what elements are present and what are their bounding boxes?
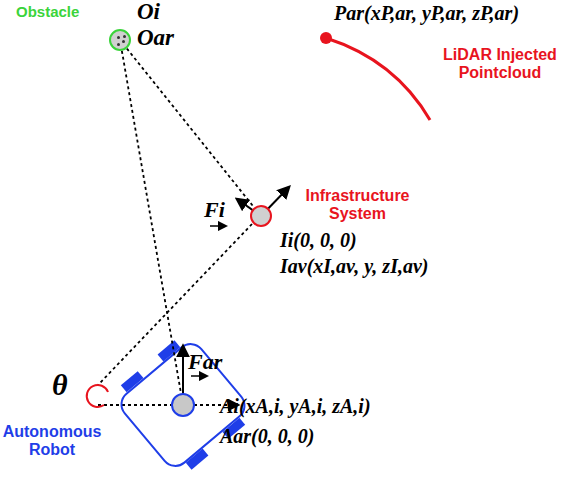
dotted-connector [122, 51, 181, 393]
coordinate-label: Ii(0, 0, 0) [280, 229, 357, 251]
obstacle-dot [117, 43, 120, 46]
frame-label: Fi [204, 198, 225, 222]
obstacle-dot [117, 36, 120, 39]
vector-arrow [210, 225, 226, 227]
robot-title: Autonomous Robot [2, 423, 102, 458]
coordinate-label: Ai(xA,i, yA,i, zA,i) [220, 395, 371, 417]
coordinate-label: Iav(xI,av, y, zI,av) [280, 255, 428, 277]
obstacle-title: Obstacle [16, 4, 79, 21]
coordinate-label: Aar(0, 0, 0) [220, 425, 314, 447]
x-axis-arrow [98, 404, 238, 406]
node-circle: ObstacleOiOar [109, 29, 131, 51]
pointcloud-curve [326, 38, 430, 120]
point-label: Par(xP,ar, yP,ar, zP,ar) [334, 2, 519, 24]
obstacle-dot [122, 40, 125, 43]
vector-arrow [191, 375, 207, 377]
coordinate-label: Oi [137, 0, 160, 24]
system-title: Infrastructure System [290, 187, 425, 222]
node-circle: Infrastructure SystemIi(0, 0, 0)Iav(xI,a… [250, 205, 272, 227]
angle-symbol: θ [52, 368, 68, 401]
angle-arc [87, 385, 108, 407]
node-circle: Autonomous RobotAi(xA,i, yA,i, zA,i)Aar(… [171, 393, 195, 417]
dotted-connector [127, 49, 254, 208]
pointcloud-dot [320, 32, 332, 44]
frame-label: Far [188, 350, 222, 374]
pointcloud-title: LiDAR Injected Pointcloud [430, 46, 570, 81]
coordinate-label: Oar [137, 25, 174, 50]
obstacle-dot [123, 35, 126, 38]
